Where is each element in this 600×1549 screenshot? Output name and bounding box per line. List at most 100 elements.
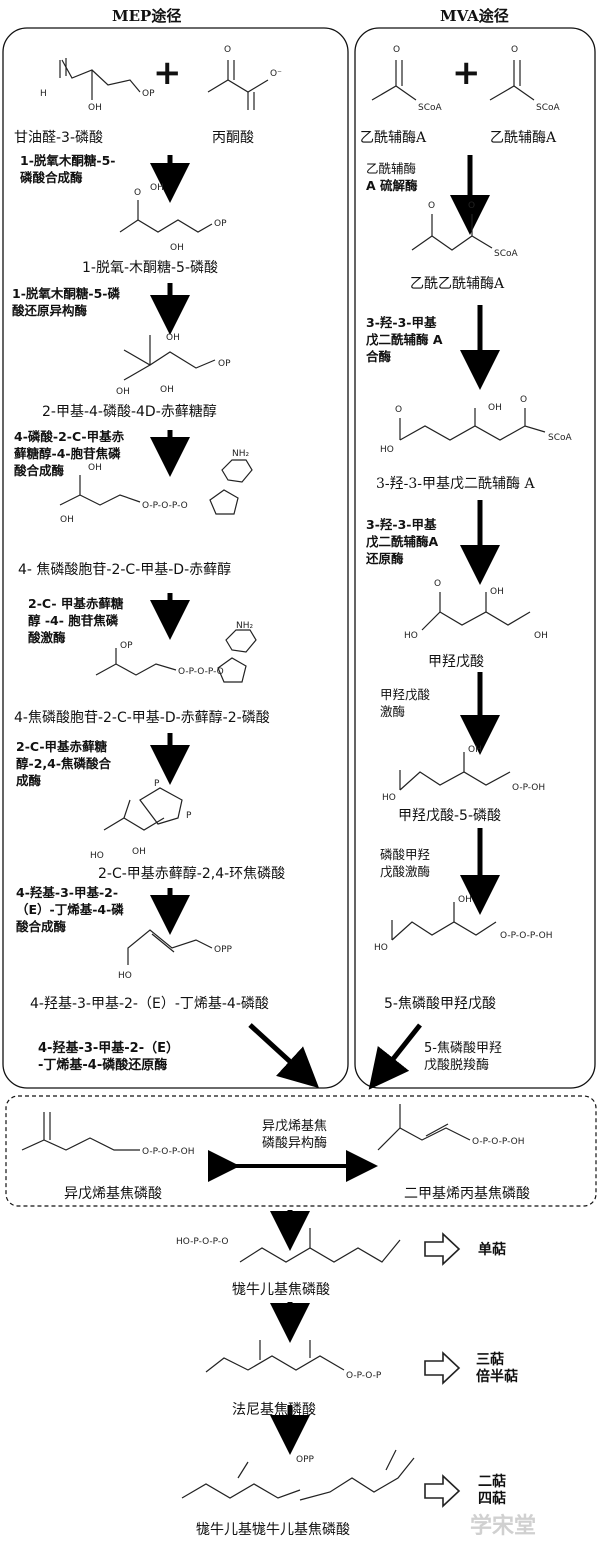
svg-text:O⁻: O⁻ — [270, 69, 282, 79]
mep-product-3: 4- 焦磷酸胞苷-2-C-甲基-D-赤藓醇 — [18, 562, 232, 578]
class-line: 二萜 — [478, 1474, 506, 1490]
svg-text:O: O — [434, 579, 441, 589]
svg-text:HO: HO — [118, 971, 132, 981]
svg-text:O: O — [393, 45, 400, 55]
mep-frame — [2, 27, 349, 1089]
mep-product-1: 1-脱氧-木酮糖-5-磷酸 — [82, 260, 219, 276]
enzyme-line: 酸激酶 — [28, 630, 66, 645]
enzyme-line: 还原酶 — [366, 551, 404, 566]
mep-reactant-g3p: 甘油醛-3-磷酸 — [14, 130, 104, 146]
enzyme-line: 2-C-甲基赤藓糖 — [16, 739, 108, 754]
svg-text:O-P-O-P: O-P-O-P — [346, 1371, 382, 1381]
svg-text:SCoA: SCoA — [494, 249, 519, 259]
svg-text:OH: OH — [170, 243, 184, 253]
mep-enzyme-5: 2-C-甲基赤藓糖 醇-2,4-焦磷酸合 成酶 — [16, 738, 111, 789]
svg-text:OP: OP — [218, 359, 231, 369]
svg-text:SCoA: SCoA — [536, 103, 561, 113]
svg-text:P: P — [186, 811, 192, 821]
svg-text:HO: HO — [382, 793, 396, 803]
svg-text:OH: OH — [534, 631, 548, 641]
svg-text:HO: HO — [380, 445, 394, 455]
ipp-structure: O-P-O-P-OH — [21, 1112, 194, 1157]
svg-text:OH: OH — [88, 463, 102, 473]
hmbpp-structure: HO OPP — [118, 929, 233, 981]
svg-text:OH: OH — [160, 385, 174, 395]
mep-structure: OH OH OH OP — [116, 333, 231, 397]
mva-frame — [354, 27, 596, 1089]
mva-enzyme-5: 磷酸甲羟 戊酸激酶 — [380, 846, 430, 880]
svg-text:O: O — [134, 188, 141, 198]
cdp-me2p-structure: OP O-P-O-P-O NH₂ — [95, 621, 257, 683]
svg-text:P: P — [154, 779, 160, 789]
svg-text:OP: OP — [214, 219, 227, 229]
enzyme-line: 2-C- 甲基赤藓糖 — [28, 596, 124, 611]
svg-text:OPP: OPP — [214, 945, 233, 955]
enzyme-line: 激酶 — [380, 704, 406, 719]
svg-text:O-P-O-P-OH: O-P-O-P-OH — [472, 1137, 524, 1147]
enzyme-line: 醇-2,4-焦磷酸合 — [16, 756, 112, 771]
enzyme-line: 合酶 — [366, 349, 392, 364]
svg-text:OP: OP — [120, 641, 133, 651]
enzyme-line: A 硫解酶 — [366, 178, 418, 193]
svg-text:O-P-O-P-OH: O-P-O-P-OH — [142, 1147, 194, 1157]
open-arrow-diterpene — [424, 1474, 461, 1508]
class-line: 三萜 — [476, 1352, 504, 1368]
svg-text:O-P-OH: O-P-OH — [512, 783, 545, 793]
enzyme-line: 3-羟-3-甲基 — [366, 315, 437, 330]
mep-product-6: 4-羟基-3-甲基-2-（E）-丁烯基-4-磷酸 — [30, 996, 269, 1012]
mep-to-ipp-arrow — [248, 1023, 320, 1089]
enzyme-line: -丁烯基-4-磷酸还原酶 — [38, 1058, 168, 1073]
mep-enzyme-7: 4-羟基-3-甲基-2-（E） -丁烯基-4-磷酸还原酶 — [38, 1040, 179, 1074]
svg-text:OH: OH — [166, 333, 180, 343]
svg-text:O: O — [511, 45, 518, 55]
enzyme-line: 戊二酰辅酶 A — [366, 332, 443, 347]
enzyme-line: 戊二酰辅酶A — [366, 534, 439, 549]
diterpene-label: 二萜 四萜 — [478, 1474, 506, 1508]
svg-text:HO-P-O-P-O: HO-P-O-P-O — [176, 1237, 228, 1247]
enzyme-line: 异戊烯基焦 — [262, 1119, 328, 1134]
mep-reactant-pyruvate: 丙酮酸 — [212, 130, 254, 146]
acetyl-coa-structures: SCoA O SCoA O — [371, 45, 561, 113]
mep-enzyme-2: 1-脱氧木酮糖-5-磷 酸还原异构酶 — [12, 285, 120, 319]
enzyme-line: 酸还原异构酶 — [12, 303, 88, 318]
mva-header: MVA途径 — [440, 7, 509, 25]
class-line: 倍半萜 — [476, 1369, 518, 1385]
svg-text:O-P-O-P-OH: O-P-O-P-OH — [500, 931, 552, 941]
mva-product-5: 5-焦磷酸甲羟戊酸 — [384, 996, 496, 1012]
class-line: 四萜 — [478, 1491, 506, 1507]
monoterpene-label: 单萜 — [478, 1242, 506, 1258]
plus-icon: + — [452, 53, 481, 93]
mva-enzyme-2: 3-羟-3-甲基 戊二酰辅酶 A 合酶 — [366, 314, 443, 365]
svg-text:OH: OH — [116, 387, 130, 397]
svg-text:O: O — [520, 395, 527, 405]
mva-enzyme-4: 甲羟戊酸 激酶 — [380, 686, 430, 720]
mva-enzyme-3: 3-羟-3-甲基 戊二酰辅酶A 还原酶 — [366, 516, 438, 567]
gpp-label: 牻牛儿基焦磷酸 — [232, 1282, 330, 1298]
mep-product-5: 2-C-甲基赤藓醇-2,4-环焦磷酸 — [98, 866, 286, 882]
svg-text:OH: OH — [88, 103, 102, 113]
fpp-label: 法尼基焦磷酸 — [232, 1402, 316, 1418]
svg-text:HO: HO — [374, 943, 388, 953]
svg-text:O: O — [224, 45, 231, 55]
gpp-structure: HO-P-O-P-O — [176, 1228, 401, 1263]
ggpp-label: 牻牛儿基牻牛儿基焦磷酸 — [196, 1522, 350, 1538]
svg-text:SCoA: SCoA — [418, 103, 443, 113]
mva-product-2: 3-羟-3-甲基戊二酰辅酶 A — [376, 476, 535, 492]
svg-text:SCoA: SCoA — [548, 433, 573, 443]
enzyme-line: 藓糖醇-4-胞苷焦磷 — [14, 446, 121, 461]
open-arrow-monoterpene — [424, 1232, 461, 1266]
enzyme-line: 酸合成酶 — [14, 463, 65, 478]
svg-text:O: O — [428, 201, 435, 211]
svg-text:O: O — [468, 201, 475, 211]
enzyme-line: 1-脱氧木酮糖-5- — [20, 153, 116, 168]
merge-frame — [5, 1095, 597, 1207]
mva-enzyme-1: 乙酰辅酶 A 硫解酶 — [366, 160, 418, 194]
ipp-label: 异戊烯基焦磷酸 — [64, 1186, 162, 1202]
